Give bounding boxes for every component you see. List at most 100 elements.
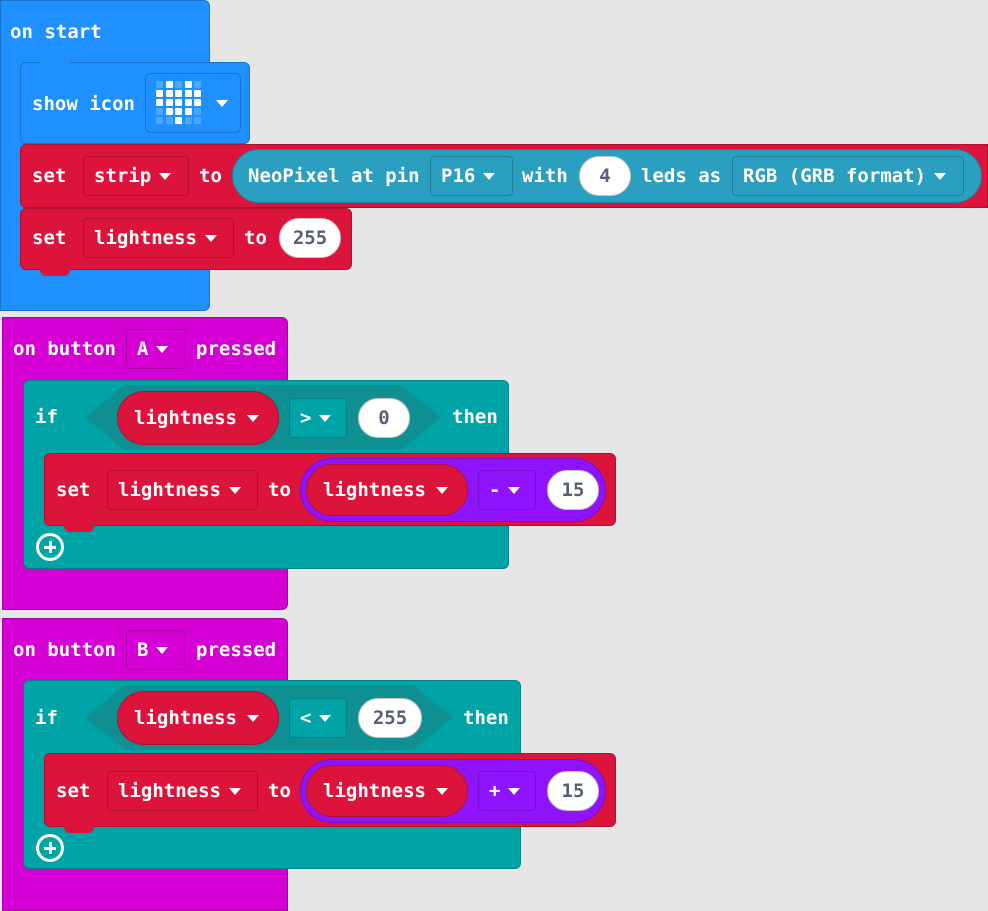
chevron-down-icon <box>483 172 496 180</box>
led-pixel <box>184 90 192 97</box>
leds-count-input[interactable]: 4 <box>579 156 631 196</box>
then-label: then <box>463 707 509 729</box>
compare-op: < <box>300 707 312 729</box>
chevron-down-icon <box>156 646 169 654</box>
add-else-icon[interactable] <box>36 834 64 862</box>
led-pixel <box>156 90 163 97</box>
led-pixel <box>156 81 163 88</box>
led-pixel <box>165 81 173 88</box>
mode-value: RGB (GRB format) <box>743 165 927 187</box>
add-else-icon[interactable] <box>36 533 64 561</box>
led-pixel <box>194 81 201 88</box>
set-label: set <box>56 479 91 501</box>
led-pixel <box>165 99 173 106</box>
lightness-variable-name: lightness <box>118 780 221 802</box>
on-button-label: on button <box>13 639 116 661</box>
compare-op-dropdown[interactable]: < <box>289 698 347 738</box>
pin-dropdown[interactable]: P16 <box>430 156 513 196</box>
chevron-down-icon <box>246 714 259 722</box>
lightness-variable-dropdown[interactable]: lightness <box>83 218 234 258</box>
led-pixel <box>194 108 201 115</box>
led-pixel <box>175 108 182 115</box>
show-icon-label: show icon <box>32 93 135 115</box>
lightness-reporter[interactable]: lightness <box>117 691 279 745</box>
math-value-input[interactable]: 15 <box>547 470 599 510</box>
led-pixel <box>194 117 201 124</box>
compare-op: > <box>300 407 312 429</box>
chevron-down-icon <box>435 486 448 494</box>
pin-value: P16 <box>441 165 476 187</box>
lightness-variable-name: lightness <box>118 479 221 501</box>
compare-value-input[interactable]: 255 <box>358 698 422 738</box>
chevron-down-icon <box>508 486 521 494</box>
strip-variable-dropdown[interactable]: strip <box>83 156 189 196</box>
led-pixel <box>175 81 182 88</box>
lightness-reporter[interactable]: lightness <box>117 391 279 445</box>
led-pixel <box>184 108 192 115</box>
lightness-reporter[interactable]: lightness <box>306 765 468 817</box>
button-b-dropdown[interactable]: B <box>126 630 186 670</box>
button-a-dropdown[interactable]: A <box>126 329 186 369</box>
led-pixel <box>165 108 173 115</box>
led-pixel <box>194 90 201 97</box>
chevron-down-icon <box>228 787 241 795</box>
button-name: A <box>137 338 149 360</box>
led-pixel <box>165 90 173 97</box>
to-label: to <box>268 780 291 802</box>
block-notch <box>64 825 94 833</box>
led-pixel <box>175 90 182 97</box>
chevron-down-icon <box>508 787 521 795</box>
lightness-reporter-name: lightness <box>323 479 426 501</box>
mode-dropdown[interactable]: RGB (GRB format) <box>732 156 964 196</box>
math-value-input[interactable]: 15 <box>547 771 599 811</box>
chevron-down-icon <box>934 172 947 180</box>
lightness-variable-dropdown[interactable]: lightness <box>107 771 258 811</box>
lightness-variable-name: lightness <box>94 227 197 249</box>
block-notch <box>40 268 70 276</box>
led-pixel <box>175 117 182 124</box>
chevron-down-icon <box>216 100 228 107</box>
chevron-down-icon <box>319 714 332 722</box>
chevron-down-icon <box>228 486 241 494</box>
pressed-label: pressed <box>196 639 277 661</box>
to-label: to <box>268 479 291 501</box>
led-pixel <box>184 81 192 88</box>
button-name: B <box>137 639 149 661</box>
with-label: with <box>522 165 568 187</box>
chevron-down-icon <box>204 234 217 242</box>
compare-value-input[interactable]: 0 <box>358 398 410 438</box>
lightness-value-input[interactable]: 255 <box>279 218 341 258</box>
chevron-down-icon <box>435 787 448 795</box>
block-notch <box>40 62 70 70</box>
set-label: set <box>32 165 67 187</box>
lightness-reporter-name: lightness <box>134 407 237 429</box>
on-button-label: on button <box>13 338 116 360</box>
on-start-label: on start <box>10 21 102 43</box>
math-op: - <box>489 479 501 501</box>
to-label: to <box>199 165 222 187</box>
led-pixel <box>165 117 173 124</box>
led-pixel <box>156 108 163 115</box>
block-notch <box>64 524 94 532</box>
chevron-down-icon <box>246 414 259 422</box>
math-op: + <box>489 780 501 802</box>
strip-variable-name: strip <box>94 165 152 187</box>
set-label: set <box>56 780 91 802</box>
if-label: if <box>35 707 58 729</box>
led-pixel <box>156 117 163 124</box>
compare-op-dropdown[interactable]: > <box>289 398 347 438</box>
if-label: if <box>35 406 58 428</box>
lightness-reporter[interactable]: lightness <box>306 464 468 516</box>
math-op-dropdown[interactable]: - <box>478 470 536 510</box>
lightness-variable-dropdown[interactable]: lightness <box>107 470 258 510</box>
heart-icon <box>156 81 204 126</box>
set-label: set <box>32 227 67 249</box>
icon-dropdown[interactable] <box>145 73 241 133</box>
to-label: to <box>244 227 267 249</box>
math-op-dropdown[interactable]: + <box>478 771 536 811</box>
led-pixel <box>194 99 201 106</box>
lightness-reporter-name: lightness <box>323 780 426 802</box>
led-pixel <box>184 99 192 106</box>
chevron-down-icon <box>159 172 172 180</box>
led-pixel <box>175 99 182 106</box>
